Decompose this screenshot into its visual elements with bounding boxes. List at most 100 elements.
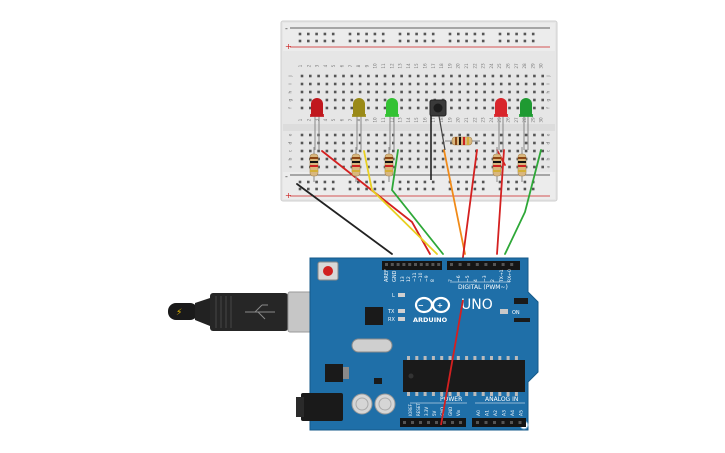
breadboard-hole bbox=[524, 90, 528, 94]
rail-hole bbox=[481, 32, 485, 36]
breadboard-hole bbox=[483, 98, 486, 102]
rail-hole bbox=[331, 32, 335, 36]
digital-pin-label: ~5 bbox=[465, 275, 471, 282]
breadboard-hole bbox=[416, 90, 420, 94]
rail-hole bbox=[448, 39, 452, 43]
breadboard-hole bbox=[317, 157, 320, 161]
digital-pin-label: ~10 bbox=[418, 272, 424, 282]
breadboard-hole bbox=[333, 149, 337, 153]
rail-hole bbox=[448, 32, 452, 36]
header-pin bbox=[475, 263, 479, 266]
rail-hole bbox=[307, 180, 310, 184]
breadboard-hole bbox=[466, 74, 470, 78]
digital-pin-label: 13 bbox=[400, 276, 406, 282]
header-pin bbox=[402, 263, 406, 266]
resistor-band bbox=[518, 161, 526, 163]
breadboard-hole bbox=[325, 106, 329, 110]
breadboard-hole bbox=[533, 82, 536, 86]
breadboard-hole bbox=[450, 141, 453, 145]
breadboard-hole bbox=[491, 74, 495, 78]
rail-hole bbox=[431, 39, 435, 43]
rail-hole bbox=[423, 39, 427, 43]
column-number: 28 bbox=[522, 63, 527, 69]
rail-hole bbox=[507, 187, 510, 191]
column-number: 19 bbox=[447, 63, 452, 69]
breadboard-hole bbox=[541, 98, 544, 102]
breadboard-hole bbox=[300, 165, 304, 169]
arduino-model: UNO bbox=[461, 297, 493, 313]
rail-hole bbox=[357, 39, 360, 43]
breadboard-hole bbox=[350, 82, 354, 86]
breadboard-hole bbox=[508, 106, 511, 110]
resistors bbox=[309, 147, 527, 182]
breadboard-hole bbox=[350, 149, 354, 153]
breadboard-hole bbox=[475, 74, 478, 78]
breadboard-hole bbox=[533, 149, 536, 153]
column-number: 1 bbox=[298, 64, 303, 67]
breadboard-hole bbox=[375, 149, 378, 153]
rail-hole bbox=[498, 39, 502, 43]
rail-hole bbox=[515, 32, 518, 36]
breadboard-hole bbox=[475, 98, 478, 102]
column-number: 25 bbox=[497, 63, 502, 69]
column-number: 7 bbox=[348, 118, 353, 121]
breadboard-hole bbox=[475, 141, 478, 145]
rail-hole bbox=[381, 180, 385, 184]
chip-notch bbox=[408, 373, 414, 379]
analog-pin-label: A2 bbox=[493, 410, 499, 416]
rail-hole bbox=[357, 187, 360, 191]
breadboard-hole bbox=[375, 74, 378, 78]
column-number: 30 bbox=[539, 117, 544, 123]
rail-hole bbox=[465, 32, 468, 36]
rail-hole bbox=[515, 180, 518, 184]
breadboard-hole bbox=[441, 141, 445, 145]
breadboard-hole bbox=[458, 106, 461, 110]
breadboard-hole bbox=[541, 106, 544, 110]
resistor-band bbox=[493, 161, 501, 163]
header-pin bbox=[484, 421, 488, 424]
rail-hole bbox=[323, 39, 327, 43]
rail-hole bbox=[431, 180, 435, 184]
breadboard-hole bbox=[441, 165, 445, 169]
power-label: POWER bbox=[440, 396, 462, 403]
power-pin-label: Vin bbox=[456, 409, 461, 416]
resistor-band bbox=[310, 161, 318, 163]
breadboard-hole bbox=[516, 74, 520, 78]
rail-hole bbox=[365, 32, 368, 36]
breadboard-hole bbox=[433, 82, 437, 86]
digital-pin-label: TX→1 bbox=[499, 269, 505, 283]
column-number: 9 bbox=[364, 64, 369, 67]
rail-hole bbox=[348, 32, 352, 36]
breadboard-hole bbox=[458, 165, 461, 169]
breadboard-hole bbox=[458, 157, 461, 161]
column-number: 20 bbox=[456, 63, 461, 69]
header-pin bbox=[396, 263, 400, 266]
column-number: 16 bbox=[423, 117, 428, 123]
breadboard-hole bbox=[450, 149, 453, 153]
chip-pins bbox=[407, 356, 518, 396]
rail-hole bbox=[481, 180, 485, 184]
digital-header-left bbox=[382, 261, 442, 270]
resistor-band bbox=[467, 137, 469, 145]
column-number: 13 bbox=[398, 63, 403, 69]
resistor-band bbox=[518, 165, 526, 167]
breadboard-hole bbox=[342, 98, 345, 102]
pushbutton[interactable] bbox=[429, 99, 447, 180]
breadboard-hole bbox=[325, 90, 329, 94]
rail-hole bbox=[348, 39, 352, 43]
breadboard-hole bbox=[433, 165, 437, 169]
rail-hole bbox=[457, 32, 460, 36]
breadboard-hole bbox=[491, 149, 495, 153]
breadboard-hole bbox=[342, 74, 345, 78]
resistor-band bbox=[385, 161, 393, 163]
analog-pin-label: A4 bbox=[510, 410, 516, 416]
led-tx bbox=[398, 309, 405, 313]
breadboard-hole bbox=[433, 133, 437, 137]
breadboard-hole bbox=[466, 133, 470, 137]
rail-hole bbox=[473, 39, 477, 43]
breadboard-hole bbox=[475, 106, 478, 110]
breadboard-hole bbox=[375, 98, 378, 102]
logo-plus: + bbox=[437, 302, 443, 310]
